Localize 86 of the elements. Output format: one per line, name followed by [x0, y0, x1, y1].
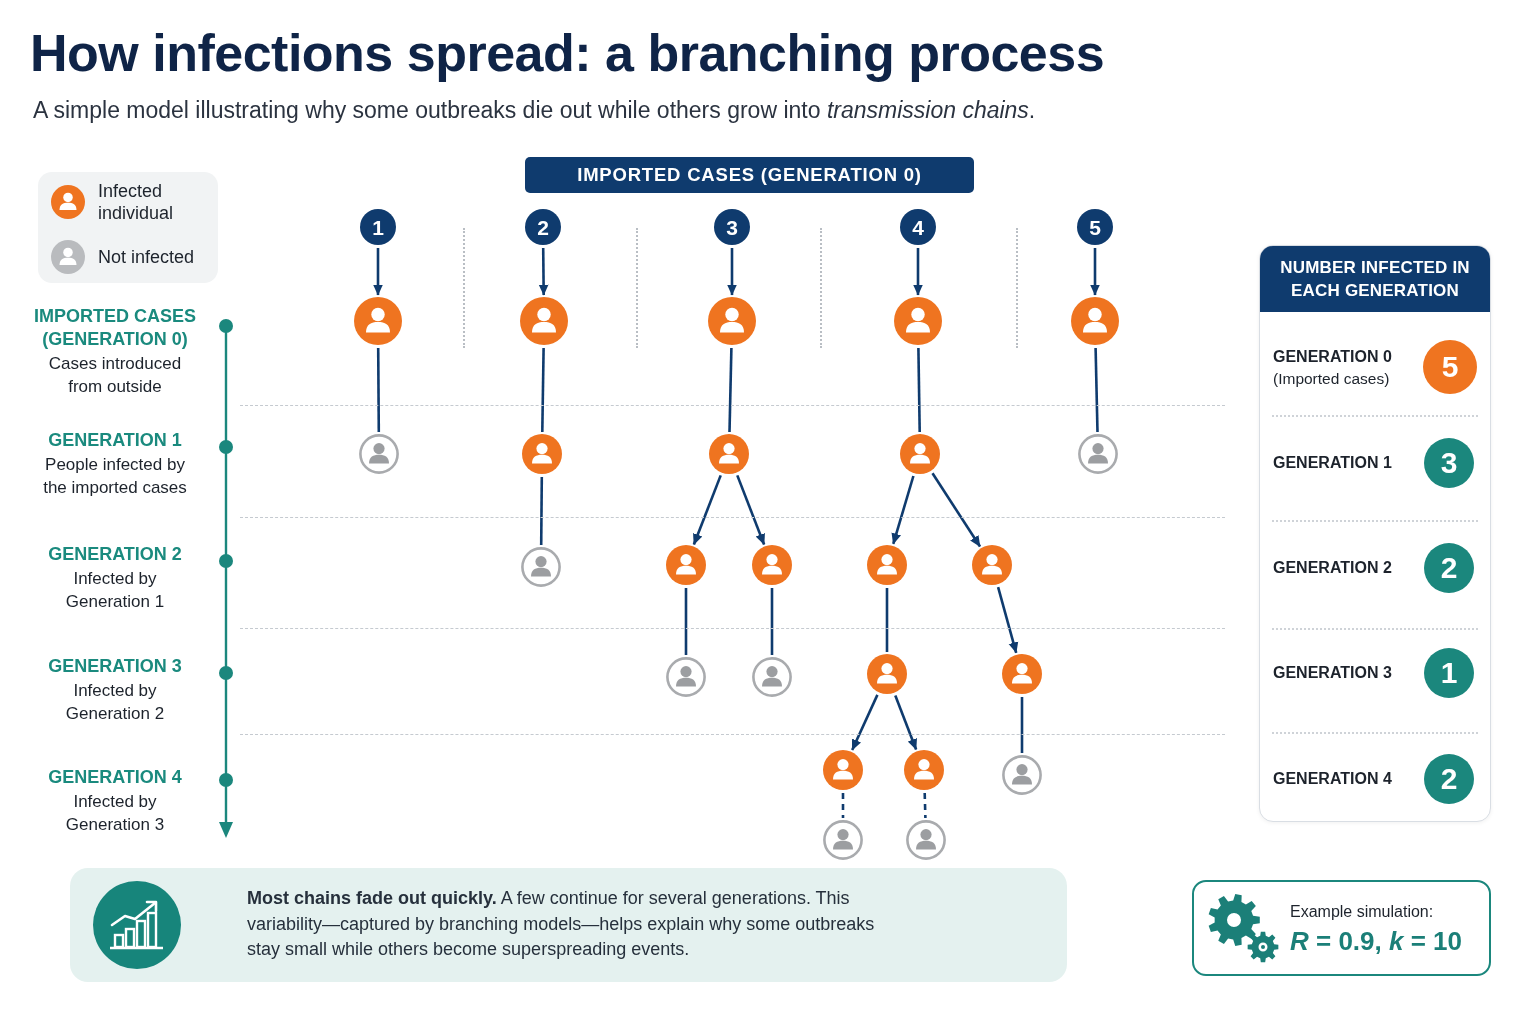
- infected-person-icon: [904, 750, 944, 790]
- connector-line: [1094, 347, 1099, 433]
- infected-person-icon: [709, 434, 749, 474]
- case-number-marker: 1: [360, 209, 396, 245]
- infected-person-icon: [867, 654, 907, 694]
- panel-header: NUMBER INFECTED IN EACH GENERATION: [1260, 246, 1490, 312]
- arrow: [996, 586, 1019, 654]
- generation-name: GENERATION 3: [1273, 663, 1392, 683]
- infected-person-icon: [1002, 654, 1042, 694]
- generation-name: GENERATION 1: [1273, 453, 1392, 473]
- infected-person-icon: [666, 545, 706, 585]
- arrow: [894, 695, 918, 750]
- generation-heading: GENERATION 2: [48, 543, 182, 566]
- uninfected-person-icon: [1078, 434, 1118, 474]
- connector-line: [539, 477, 544, 545]
- arrow: [913, 248, 923, 296]
- dashed-line: [923, 792, 927, 819]
- infected-person-icon: [708, 297, 756, 345]
- uninfected-person-icon: [752, 657, 792, 697]
- simulation-panel: [1192, 880, 1491, 976]
- arrow: [538, 248, 549, 296]
- infected-person-icon: [520, 297, 568, 345]
- infected-person-icon: [894, 297, 942, 345]
- connector-line: [770, 588, 774, 655]
- connector-line: [684, 588, 688, 655]
- uninfected-person-icon: [359, 434, 399, 474]
- infected-person-icon: [354, 297, 402, 345]
- simulation-parameters: R = 0.9, k = 10: [1290, 926, 1463, 956]
- generation-heading: GENERATION 1: [48, 429, 182, 452]
- legend-label: Not infected: [98, 246, 195, 268]
- case-number-marker: 3: [714, 209, 750, 245]
- count-marker: 1: [1424, 648, 1474, 698]
- uninfected-person-icon: [666, 657, 706, 697]
- arrow: [931, 472, 982, 548]
- generation-name: GENERATION 4: [1273, 769, 1392, 789]
- count-marker: 3: [1424, 438, 1474, 488]
- connector-line: [1020, 697, 1024, 753]
- generation-description: Infected by Generation 2: [64, 680, 166, 725]
- title: How infections spread: a branching process: [30, 23, 1105, 84]
- connector-line: [917, 348, 921, 432]
- arrow: [373, 248, 383, 296]
- count-panel: [1259, 245, 1491, 822]
- arrow: [851, 694, 879, 751]
- generation-name: GENERATION 2: [1273, 558, 1392, 578]
- case-number-marker: 2: [525, 209, 561, 245]
- generation-heading: GENERATION 3: [48, 655, 182, 678]
- generation-description: Infected by Generation 1: [64, 568, 166, 613]
- row-note: (Imported cases): [1273, 368, 1390, 389]
- connector-line: [541, 348, 545, 432]
- uninfected-person-icon: [906, 820, 946, 860]
- case-number-marker: 5: [1077, 209, 1113, 245]
- subtitle: A simple model illustrating why some outbreaks die out while others grow into transmission chains.: [33, 96, 1036, 124]
- generation-heading: IMPORTED CASES (GENERATION 0): [33, 305, 197, 351]
- infected-person-icon: [1071, 297, 1119, 345]
- simulation-label: Example simulation:: [1290, 902, 1434, 922]
- arrow: [1090, 248, 1100, 296]
- generation-description: People infected by the imported cases: [42, 454, 188, 499]
- note-panel: [70, 868, 1067, 982]
- header-banner: IMPORTED CASES (GENERATION 0): [525, 157, 974, 193]
- count-marker: 2: [1424, 543, 1474, 593]
- uninfected-person-icon: [823, 820, 863, 860]
- note-text: Most chains fade out quickly. A few continue for several generations. This variability—captured by branching models—helps explain why some outbreaks stay small while others become superspreading events.: [247, 887, 876, 961]
- uninfected-person-icon: [521, 547, 561, 587]
- connector-line: [885, 588, 889, 652]
- generation-name: GENERATION 0: [1273, 346, 1392, 367]
- connector-line: [728, 347, 733, 433]
- generation-heading: GENERATION 4: [48, 766, 182, 789]
- uninfected-person-icon: [1002, 755, 1042, 795]
- count-marker: 5: [1423, 340, 1477, 394]
- generation-description: Infected by Generation 3: [64, 791, 166, 836]
- infected-person-icon: [900, 434, 940, 474]
- infected-person-icon: [972, 545, 1012, 585]
- legend-label: Infected individual: [98, 180, 175, 224]
- arrow: [727, 248, 737, 296]
- arrow: [736, 474, 766, 545]
- infected-person-icon: [522, 434, 562, 474]
- infected-person-icon: [867, 545, 907, 585]
- arrow: [692, 474, 722, 545]
- case-number-marker: 4: [900, 209, 936, 245]
- infected-person-icon: [752, 545, 792, 585]
- generation-description: Cases introduced from outside: [47, 353, 183, 398]
- count-marker: 2: [1424, 754, 1474, 804]
- arrow: [891, 475, 915, 545]
- dashed-line: [841, 793, 845, 818]
- connector-line: [376, 348, 381, 432]
- infected-person-icon: [823, 750, 863, 790]
